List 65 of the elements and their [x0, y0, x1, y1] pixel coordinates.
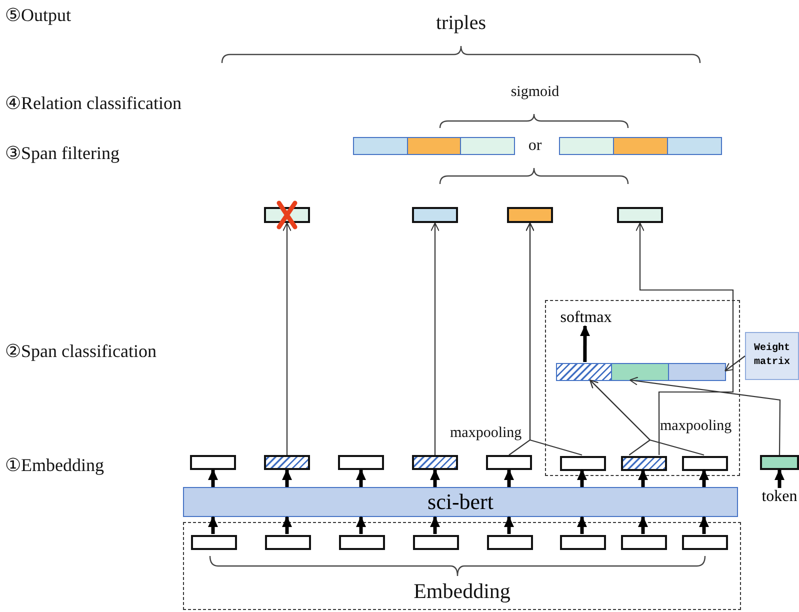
embedding-label: Embedding: [414, 579, 510, 604]
vector-box: [264, 455, 310, 470]
arrow: [282, 469, 292, 487]
span-box: [617, 207, 663, 223]
token-label: token: [760, 488, 799, 506]
arrow: [580, 325, 590, 362]
arrow: [638, 516, 648, 534]
vector-box: [339, 535, 385, 550]
function-label: maxpooling: [450, 425, 522, 442]
vector-box: [413, 535, 459, 550]
vector-bar: [559, 137, 722, 155]
vector-box: [560, 456, 606, 471]
arrow: [629, 376, 781, 455]
vector-box: [621, 535, 667, 550]
vector-box: [412, 455, 458, 470]
arrow: [430, 516, 440, 534]
arrow: [590, 380, 704, 456]
vector-bar: [556, 363, 726, 381]
dashed-frame: [545, 300, 740, 476]
vector-box: [190, 455, 236, 470]
arrow: [208, 516, 218, 534]
vector-box: [486, 455, 532, 470]
vector-box: [682, 456, 728, 471]
arrow: [430, 469, 440, 487]
arrow: [774, 469, 784, 488]
vector-box: [191, 535, 237, 550]
arrow: [577, 516, 587, 534]
span-box: [412, 207, 458, 223]
arrow: [282, 516, 292, 534]
arrow: [208, 469, 218, 487]
weight-matrix-box: Weight matrix: [745, 332, 799, 380]
arrow: [356, 469, 366, 487]
vector-box: [560, 535, 606, 550]
arrow: [699, 516, 709, 534]
vector-box: [682, 535, 728, 550]
stage-label: ⑤Output: [5, 4, 72, 26]
dashed-frame: [183, 522, 741, 610]
arrow: [724, 356, 746, 372]
vector-box: [621, 456, 667, 471]
function-label: sigmoid: [510, 84, 560, 101]
stage-label: ④Relation classification: [5, 92, 182, 114]
softmax-label: softmax: [556, 309, 616, 327]
function-label: maxpooling: [660, 418, 732, 435]
span-box: [507, 207, 553, 223]
arrow: [504, 516, 514, 534]
text-label: or: [528, 137, 542, 155]
arrow: [699, 469, 709, 487]
arrow: [638, 469, 648, 487]
token-box: [760, 455, 799, 470]
arrow: [577, 469, 587, 487]
vector-bar: [353, 137, 515, 155]
vector-box: [265, 535, 311, 550]
vector-box: [338, 455, 384, 470]
arrow: [356, 516, 366, 534]
stage-label: ②Span classification: [5, 340, 156, 362]
arrow: [282, 222, 292, 455]
stage-label: ③Span filtering: [5, 142, 120, 164]
arrow: [636, 222, 734, 455]
arrow: [504, 469, 514, 487]
stage-label: ①Embedding: [5, 454, 104, 476]
output-label: triples: [436, 12, 486, 35]
vector-box: [487, 535, 533, 550]
arrow: [526, 222, 582, 456]
encoder-bar: sci-bert: [183, 487, 738, 517]
arrow: [430, 222, 440, 455]
